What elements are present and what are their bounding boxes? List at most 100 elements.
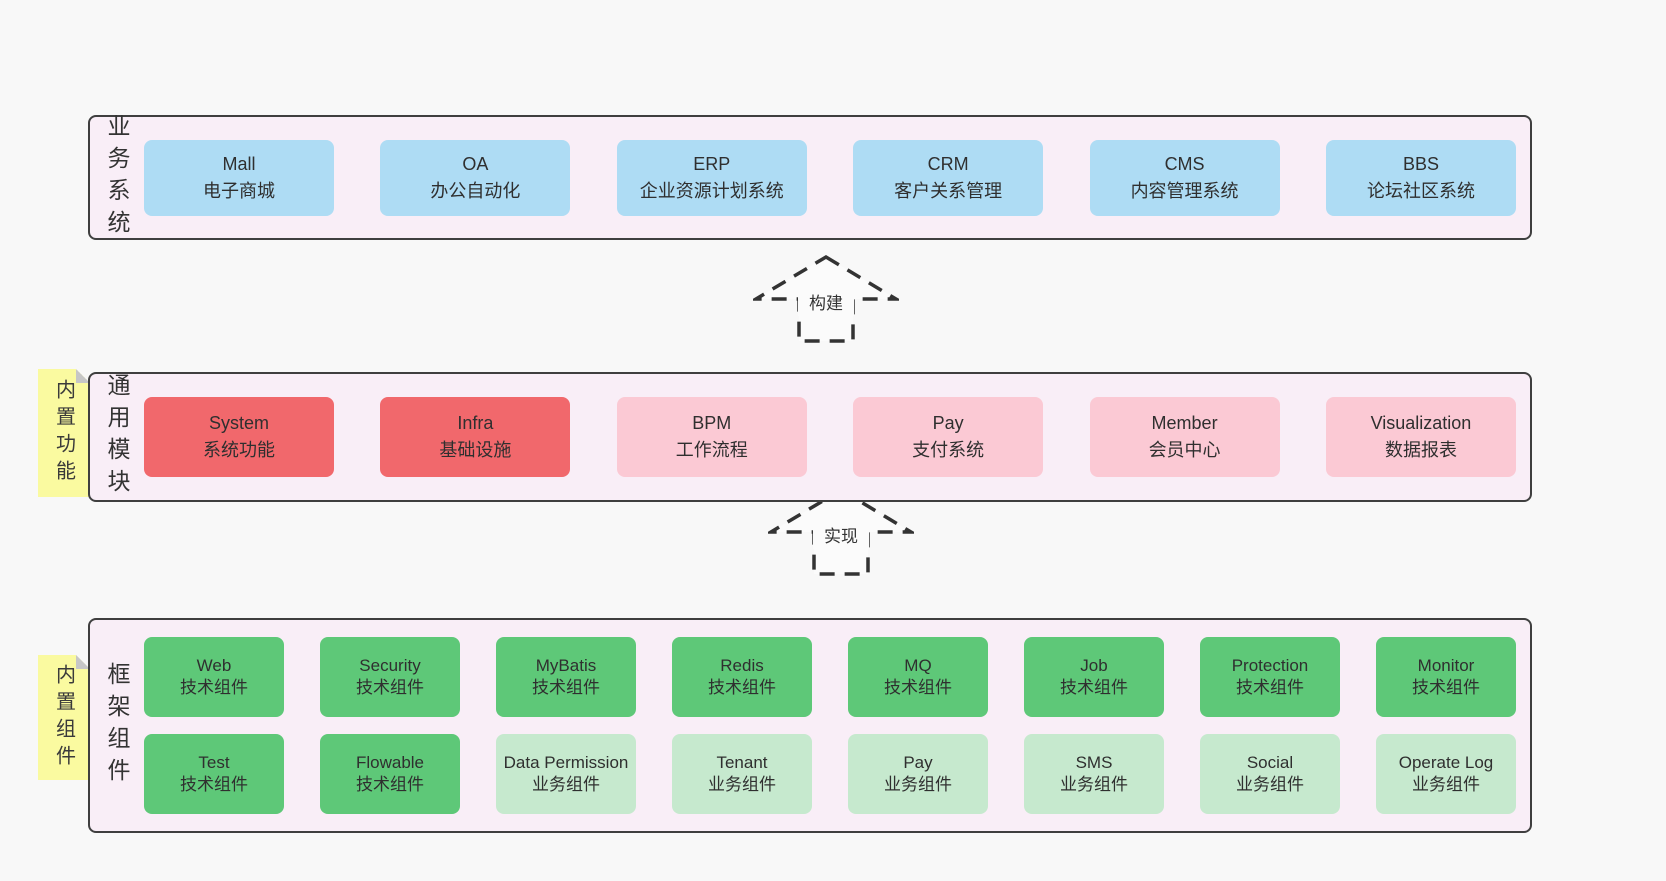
panel-label: 业务系统	[104, 113, 130, 242]
box-subtitle: 基础设施	[439, 440, 512, 460]
box-grid: System 系统功能 Infra 基础设施 BPM 工作流程 Pay 支付系统 Member 会…	[144, 374, 1530, 500]
box-test: Test 技术组件	[144, 734, 284, 814]
arrow-label: 实现	[824, 527, 858, 546]
tab-built-in-components: 内置组件	[38, 655, 90, 780]
arrow-label: 构建	[809, 294, 843, 313]
box-title: Pay	[932, 413, 964, 433]
box-title: Operate Log	[1398, 752, 1494, 772]
box-title: Security	[359, 655, 421, 675]
box-subtitle: 论坛社区系统	[1366, 180, 1475, 201]
box-subtitle: 技术组件	[356, 775, 424, 794]
box-title: System	[208, 413, 269, 433]
box-title: Infra	[457, 413, 494, 433]
tab-label: 内置功能	[52, 379, 75, 487]
box-subtitle: 内容管理系统	[1130, 180, 1239, 201]
box-mq: MQ 技术组件	[848, 637, 988, 717]
box-mall: Mall 电子商城	[144, 139, 334, 216]
box-subtitle: 业务组件	[1060, 775, 1128, 794]
arrow-build: 构建	[753, 254, 899, 343]
box-subtitle: 技术组件	[180, 678, 248, 697]
box-title: CMS	[1164, 153, 1205, 174]
box-title: ERP	[693, 153, 731, 174]
box-pay: Pay 业务组件	[848, 734, 988, 814]
box-subtitle: 业务组件	[884, 775, 952, 794]
tab-label: 内置组件	[52, 663, 75, 772]
box-pay: Pay 支付系统	[853, 397, 1044, 477]
box-title: Pay	[903, 752, 933, 772]
box-erp: ERP 企业资源计划系统	[616, 139, 807, 216]
box-bbs: BBS 论坛社区系统	[1325, 139, 1516, 216]
box-title: Flowable	[355, 752, 425, 772]
arrow-label-bg	[798, 289, 854, 316]
box-title: BBS	[1402, 153, 1439, 174]
box-job: Job 技术组件	[1024, 637, 1164, 717]
box-subtitle: 会员中心	[1148, 440, 1221, 460]
box-title: Test	[198, 752, 230, 772]
box-title: Tenant	[716, 752, 768, 772]
box-title: SMS	[1075, 752, 1113, 772]
box-title: Job	[1080, 655, 1108, 675]
box-title: MyBatis	[535, 655, 597, 675]
box-title: Member	[1151, 413, 1218, 433]
box-subtitle: 业务组件	[532, 775, 600, 794]
arrow-label-bg	[813, 522, 869, 549]
box-sms: SMS 业务组件	[1024, 734, 1164, 814]
box-subtitle: 工作流程	[675, 440, 748, 460]
box-title: BPM	[692, 413, 732, 433]
box-title: Protection	[1231, 655, 1309, 675]
box-title: Mall	[222, 153, 256, 174]
box-security: Security 技术组件	[320, 637, 460, 717]
box-title: MQ	[904, 655, 932, 675]
box-subtitle: 技术组件	[1412, 678, 1480, 697]
box-data-permission: Data Permission 业务组件	[496, 734, 636, 814]
box-infra: Infra 基础设施	[380, 397, 571, 477]
box-title: OA	[462, 153, 489, 174]
box-subtitle: 系统功能	[203, 440, 275, 460]
box-redis: Redis 技术组件	[672, 637, 812, 717]
panel-label: 框架组件	[104, 661, 130, 790]
box-title: CRM	[927, 153, 969, 174]
box-flowable: Flowable 技术组件	[320, 734, 460, 814]
box-subtitle: 业务组件	[1412, 775, 1480, 794]
box-title: Monitor	[1417, 655, 1475, 675]
box-visualization: Visualization 数据报表	[1325, 397, 1516, 477]
box-subtitle: 技术组件	[1060, 678, 1128, 697]
box-title: Data Permission	[503, 752, 629, 772]
box-subtitle: 技术组件	[884, 678, 952, 697]
panel-common-modules: 通用模块 System 系统功能 Infra 基础设施 BPM 工作流程 Pay 支付系统 Me…	[88, 372, 1532, 502]
box-subtitle: 技术组件	[356, 678, 424, 697]
box-tenant: Tenant 业务组件	[672, 734, 812, 814]
panel-label: 通用模块	[104, 373, 130, 501]
box-subtitle: 支付系统	[912, 440, 985, 460]
box-subtitle: 数据报表	[1384, 440, 1457, 460]
box-subtitle: 技术组件	[180, 775, 248, 794]
tab-built-in-features: 内置功能	[38, 369, 90, 497]
box-subtitle: 企业资源计划系统	[639, 180, 784, 201]
box-row: System 系统功能 Infra 基础设施 BPM 工作流程 Pay 支付系统 Member 会…	[144, 397, 1516, 477]
box-operate-log: Operate Log 业务组件	[1376, 734, 1516, 814]
box-system: System 系统功能	[144, 397, 334, 477]
box-subtitle: 业务组件	[708, 775, 776, 794]
arrow-implement: 实现	[768, 487, 914, 576]
box-title: Web	[196, 655, 232, 675]
box-subtitle: 业务组件	[1236, 775, 1304, 794]
box-subtitle: 技术组件	[708, 678, 776, 697]
box-subtitle: 电子商城	[203, 180, 275, 201]
box-subtitle: 办公自动化	[430, 180, 521, 201]
box-title: Visualization	[1370, 413, 1472, 433]
box-title: Redis	[720, 655, 764, 675]
box-bpm: BPM 工作流程	[616, 397, 807, 477]
box-member: Member 会员中心	[1089, 397, 1280, 477]
box-cms: CMS 内容管理系统	[1089, 139, 1280, 216]
